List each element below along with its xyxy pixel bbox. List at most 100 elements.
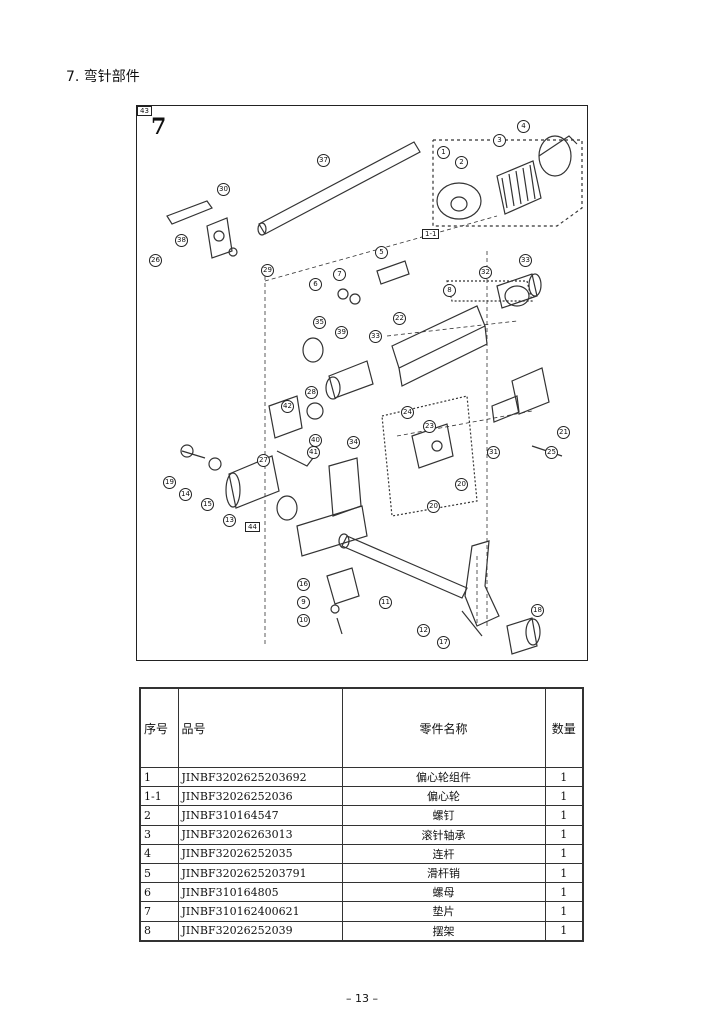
- callout-label: 11: [379, 596, 392, 609]
- callout-label: 44: [245, 522, 260, 532]
- looper-holder-drawing: [166, 200, 238, 259]
- callout-label: 42: [281, 400, 294, 413]
- cell-qty: 1: [544, 766, 584, 788]
- cell-qty: 1: [544, 920, 584, 942]
- callout-label: 38: [175, 234, 188, 247]
- cell-qty: 1: [544, 862, 584, 884]
- callout-label: 17: [437, 636, 450, 649]
- section-title: 7. 弯针部件: [66, 69, 140, 85]
- pin-5-drawing: [337, 260, 410, 305]
- link-41-drawing: [276, 450, 368, 557]
- cell-qty: 1: [544, 805, 584, 826]
- callout-label: 7: [333, 268, 346, 281]
- header-qty: 数量: [544, 687, 584, 768]
- cell-qty: 1: [544, 882, 584, 903]
- callout-label: 14: [179, 488, 192, 501]
- callout-label: 30: [217, 183, 230, 196]
- callout-label: 18: [531, 604, 544, 617]
- foot-9-drawing: [326, 567, 360, 635]
- eccentric-group-drawing: [432, 135, 583, 227]
- callout-label: 33: [369, 330, 382, 343]
- callout-label: 4: [517, 120, 530, 133]
- cell-name: 滑杆销: [341, 862, 546, 884]
- cell-part-no: JINBF32026252035: [177, 843, 343, 864]
- cell-name: 滚针轴承: [341, 824, 546, 845]
- callout-label: 6: [309, 278, 322, 291]
- callout-label: 26: [149, 254, 162, 267]
- callout-label: 33: [519, 254, 532, 267]
- figure-number: 7: [151, 114, 167, 140]
- callout-label: 31: [487, 446, 500, 459]
- cell-part-no: JINBF32026263013: [177, 824, 343, 845]
- cell-part-no: JINBF3202625203791: [177, 862, 343, 884]
- cell-part-no: JINBF310164805: [177, 882, 343, 903]
- callout-label: 9: [297, 596, 310, 609]
- callout-label: 23: [423, 420, 436, 433]
- swing-frame-8-drawing: [391, 280, 533, 387]
- callout-label: 1-1: [422, 229, 440, 239]
- callout-label: 5: [375, 246, 388, 259]
- callout-label: 27: [257, 454, 270, 467]
- callout-label: 2: [455, 156, 468, 169]
- callout-label: 41: [307, 446, 320, 459]
- cell-name: 垫片: [341, 901, 546, 922]
- cell-part-no: JINBF32026252036: [177, 786, 343, 807]
- callout-label: 8: [443, 284, 456, 297]
- header-part-no: 品号: [177, 687, 343, 768]
- callout-label: 28: [305, 386, 318, 399]
- callout-label: 12: [417, 624, 430, 637]
- callout-label: 35: [313, 316, 326, 329]
- callout-label: 32: [479, 266, 492, 279]
- cell-name: 偏心轮: [341, 786, 546, 807]
- callout-label: 39: [335, 326, 348, 339]
- callout-label: 20: [455, 478, 468, 491]
- bracket-42-drawing: [268, 395, 324, 439]
- cell-no: 1: [139, 766, 179, 788]
- cell-name: 螺母: [341, 882, 546, 903]
- cell-no: 4: [139, 843, 179, 864]
- cell-no: 3: [139, 824, 179, 845]
- cell-name: 摆架: [341, 920, 546, 942]
- callout-label: 24: [401, 406, 414, 419]
- page-number: – 13 –: [346, 992, 378, 1005]
- cell-no: 2: [139, 805, 179, 826]
- cell-part-no: JINBF310164547: [177, 805, 343, 826]
- cell-name: 连杆: [341, 843, 546, 864]
- shaft-37-drawing: [257, 141, 421, 236]
- diagram-drawing: [166, 135, 583, 655]
- callout-label: 10: [297, 614, 310, 627]
- header-name: 零件名称: [341, 687, 546, 768]
- cell-qty: 1: [544, 843, 584, 864]
- cell-no: 1-1: [139, 786, 179, 807]
- callout-label: 29: [261, 264, 274, 277]
- table-header-row: 序号 品号 零件名称 数量: [139, 687, 584, 768]
- sleeve-32-drawing: [496, 273, 542, 309]
- cell-qty: 1: [544, 901, 584, 922]
- callout-label: 1: [437, 146, 450, 159]
- cell-part-no: JINBF310162400621: [177, 901, 343, 922]
- cell-no: 7: [139, 901, 179, 922]
- cell-name: 螺钉: [341, 805, 546, 826]
- collar-34-drawing: [302, 337, 374, 400]
- callout-label: 37: [317, 154, 330, 167]
- cell-no: 5: [139, 862, 179, 884]
- callout-label: 34: [347, 436, 360, 449]
- cell-no: 8: [139, 920, 179, 942]
- cell-no: 6: [139, 882, 179, 903]
- callout-label: 22: [393, 312, 406, 325]
- bracket-21-drawing: [491, 367, 563, 457]
- bracket-19-drawing: [381, 395, 478, 517]
- cell-part-no: JINBF3202625203692: [177, 766, 343, 788]
- shaft-12-drawing: [338, 533, 468, 599]
- bolt-14-drawing: [180, 444, 298, 521]
